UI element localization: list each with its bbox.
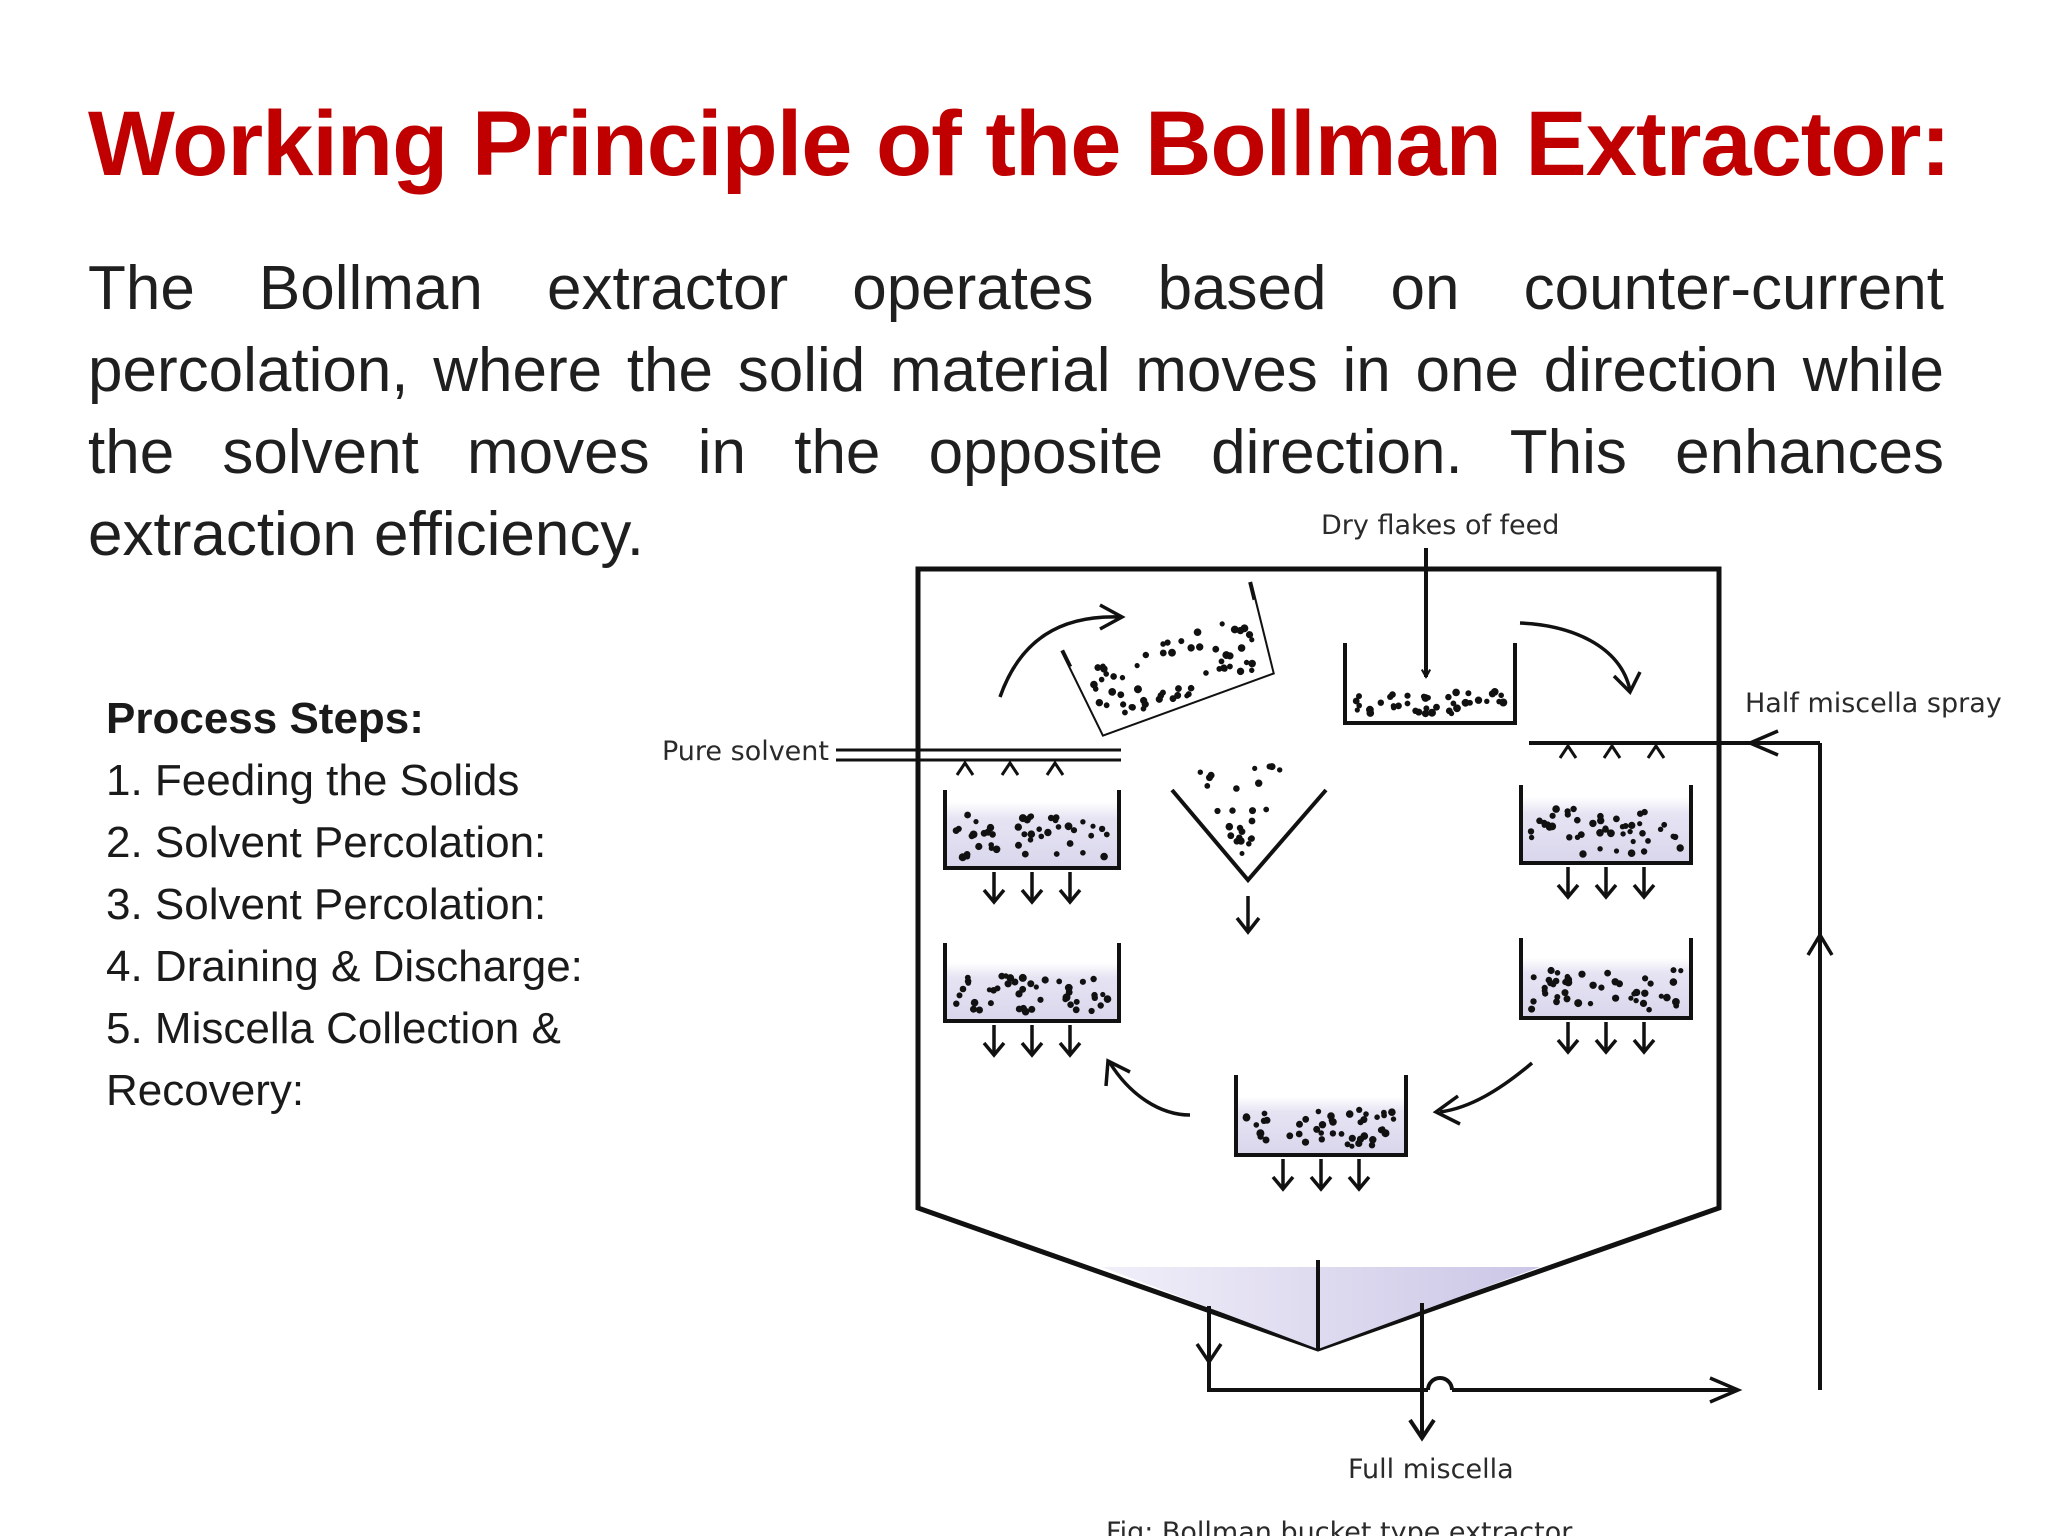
vessel-outline [915,566,1722,1352]
curve-arrow-top-right [1519,621,1632,691]
slide-title: Working Principle of the Bollman Extract… [88,93,1951,195]
bucket-left-upper-particles [952,811,1110,862]
label-feed: Dry flakes of feed [1321,510,1559,541]
process-step-3: 3. Solvent Percolation: [106,880,547,929]
label-full-miscella: Full miscella [1348,1454,1514,1485]
full-miscella-outlet [1408,1303,1436,1442]
buckets [943,643,1693,1192]
recirculation-loop [1207,741,1822,1392]
loop-arrowheads [1195,729,1834,1404]
bucket-left-upper [943,790,1121,905]
process-step-5: 5. Miscella Collection & Recovery: [106,1004,561,1115]
curve-arrow-bottom-left [1108,1062,1191,1117]
bucket-feed-particles [1352,688,1508,718]
bucket-right-upper-particles [1527,805,1684,858]
intro-paragraph: The Bollman extractor operates based on … [88,254,1944,569]
label-half-miscella: Half miscella spray [1745,688,2002,719]
process-steps-heading: Process Steps: [106,694,424,743]
pure-solvent-pipe [836,748,1121,762]
label-pure-solvent: Pure solvent [662,736,829,767]
curve-arrow-top-left [998,615,1121,698]
figure-caption: Fig: Bollman bucket type extractor [1106,1517,1573,1536]
curve-arrow-bottom-right [1439,1061,1534,1114]
hopper-liquid [1102,1267,1540,1349]
bucket-right-upper [1519,785,1693,900]
process-step-4: 4. Draining & Discharge: [106,942,583,991]
bucket-right-lower-particles [1528,966,1684,1013]
solid-particles [952,621,1684,1149]
process-step-1: 1. Feeding the Solids [106,756,520,805]
discharge-funnel [1170,788,1328,884]
bucket-bottom-particles [1242,1106,1397,1149]
bucket-left-lower-particles [953,972,1112,1016]
solvent-spray-nozzles [955,760,1065,776]
half-miscella-nozzles [1558,743,1666,759]
process-steps: Process Steps: 1. Feeding the Solids 2. … [106,688,646,1122]
process-step-2: 2. Solvent Percolation: [106,818,547,867]
falling-particles [1197,763,1283,856]
tilted-bucket [1060,581,1275,737]
tilted-bucket-particles [1090,621,1256,716]
